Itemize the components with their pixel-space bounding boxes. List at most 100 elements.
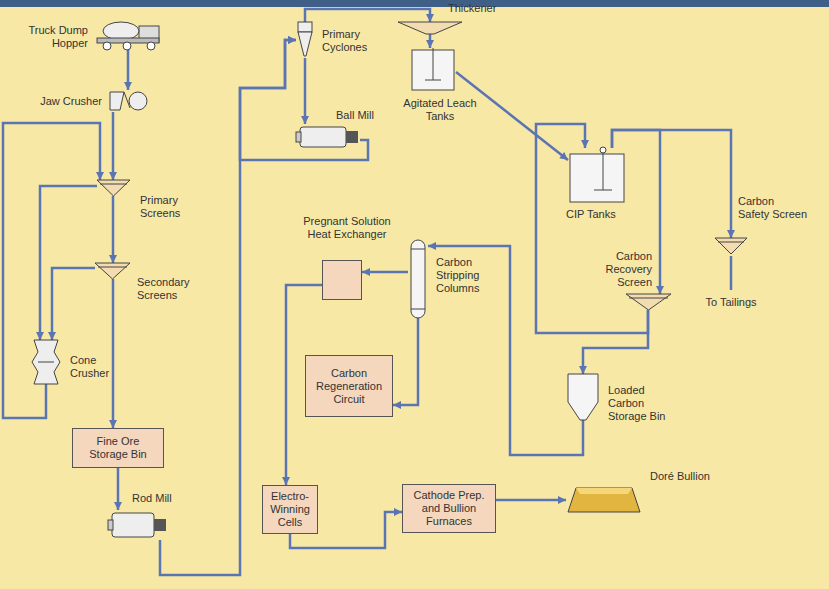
- arrow-head: [282, 477, 290, 485]
- equipment-node: Ball Mill: [296, 124, 360, 150]
- equipment-node: Jaw Crusher: [108, 90, 150, 112]
- flow-connector: [124, 50, 132, 90]
- arrow-head: [727, 230, 735, 238]
- flow-line: [52, 268, 95, 340]
- bin-icon: [566, 374, 600, 420]
- equipment-node: Thickener: [398, 22, 462, 34]
- arrow-head: [656, 286, 664, 294]
- cone-icon: [30, 340, 62, 384]
- top-band: [0, 0, 829, 7]
- equipment-node: Primary Screens: [97, 180, 130, 196]
- bar-icon: [566, 486, 642, 514]
- cip-icon: [568, 148, 626, 204]
- equipment-label: Primary Cyclones: [322, 28, 392, 54]
- box-label: Cathode Prep. and Bullion Furnaces: [407, 489, 491, 528]
- flow-line: [304, 58, 307, 124]
- equipment-node: Primary Cyclones: [296, 22, 314, 58]
- flow-connector: [48, 268, 95, 340]
- arrow-head: [124, 82, 132, 90]
- arrow-head: [426, 14, 434, 22]
- equipment-node: Agitated Leach Tanks: [410, 48, 456, 92]
- arrow-head: [428, 242, 436, 250]
- flow-line: [40, 186, 97, 340]
- equipment-label: Carbon Safety Screen: [738, 195, 808, 221]
- column-icon: [408, 240, 428, 318]
- flow-connector: [109, 196, 117, 263]
- equipment-label: CIP Tanks: [566, 208, 636, 221]
- flow-connector: [362, 268, 408, 276]
- flow-line: [240, 40, 368, 160]
- arrow-head: [558, 496, 566, 504]
- flow-connector: [428, 242, 583, 455]
- flow-connector: [579, 310, 648, 374]
- equipment-label: Secondary Screens: [137, 276, 207, 302]
- equipment-node: Pregnant Solution Heat Exchanger: [322, 260, 362, 300]
- flow-connector: [305, 9, 434, 22]
- equipment-node: Secondary Screens: [95, 263, 130, 279]
- flow-connector: [36, 186, 97, 340]
- arrow-head: [394, 508, 402, 516]
- screen-icon: [97, 180, 130, 196]
- flow-line: [583, 310, 648, 374]
- equipment-label: Loaded Carbon Storage Bin: [608, 384, 670, 423]
- flow-connector: [393, 318, 418, 409]
- equipment-label: Ball Mill: [336, 109, 396, 122]
- tailings-line: [730, 256, 733, 290]
- process-box: Cathode Prep. and Bullion Furnaces: [402, 484, 496, 533]
- flow-connector: [456, 72, 568, 160]
- flow-line: [536, 124, 648, 333]
- arrow-head: [109, 420, 117, 428]
- flow-line: [393, 318, 418, 405]
- equipment-label: Pregnant Solution Heat Exchanger: [301, 215, 393, 241]
- tank-icon: [410, 48, 456, 92]
- flow-line: [456, 72, 568, 160]
- equipment-label: Cone Crusher: [70, 354, 130, 380]
- equipment-node: Truck Dump Hopper: [95, 18, 163, 50]
- equipment-node: Cone Crusher: [30, 340, 62, 384]
- equipment-label: Thickener: [448, 2, 518, 15]
- cyclone-icon: [296, 22, 314, 58]
- truck-icon: [95, 18, 163, 50]
- flow-connector: [496, 496, 566, 504]
- equipment-node: Carbon Safety Screen: [715, 238, 747, 254]
- screen-icon: [626, 294, 671, 310]
- arrow-head: [288, 36, 296, 44]
- thick-icon: [398, 22, 462, 34]
- arrow-head: [109, 255, 117, 263]
- flow-connector: [301, 58, 309, 124]
- flow-line: [112, 279, 115, 428]
- equipment-node: CIP Tanks: [568, 148, 626, 204]
- flow-connector: [426, 34, 434, 48]
- flow-line: [305, 9, 430, 22]
- arrow-head: [426, 40, 434, 48]
- arrow-head: [362, 268, 370, 276]
- arrow-head: [579, 366, 587, 374]
- arrow-head: [36, 332, 44, 340]
- flow-line: [112, 112, 115, 180]
- equipment-label: Primary Screens: [140, 194, 200, 220]
- process-box: Fine Ore Storage Bin: [72, 428, 164, 468]
- equipment-label: Agitated Leach Tanks: [400, 97, 480, 123]
- arrow-head: [581, 140, 589, 148]
- mill-icon: [108, 510, 168, 540]
- equipment-node: Doré Bullion: [566, 486, 642, 514]
- arrow-head: [109, 172, 117, 180]
- screen-icon: [715, 238, 747, 254]
- equipment-label: Carbon Recovery Screen: [596, 250, 652, 289]
- process-box: Carbon Regeneration Circuit: [305, 355, 393, 417]
- flow-line: [112, 196, 115, 263]
- arrow-head: [288, 36, 296, 44]
- box-label: Fine Ore Storage Bin: [77, 435, 159, 461]
- flow-connector: [109, 279, 117, 428]
- process-box: Electro-Winning Cells: [262, 485, 318, 534]
- arrow-head: [114, 502, 122, 510]
- flow-connector: [114, 468, 122, 510]
- arrow-head: [559, 152, 568, 160]
- flow-connector: [612, 130, 735, 238]
- equipment-node: Carbon Recovery Screen: [626, 294, 671, 310]
- equipment-label: Rod Mill: [132, 492, 192, 505]
- flow-line: [428, 246, 583, 455]
- arrow-head: [48, 332, 56, 340]
- equipment-label: Truck Dump Hopper: [14, 24, 88, 50]
